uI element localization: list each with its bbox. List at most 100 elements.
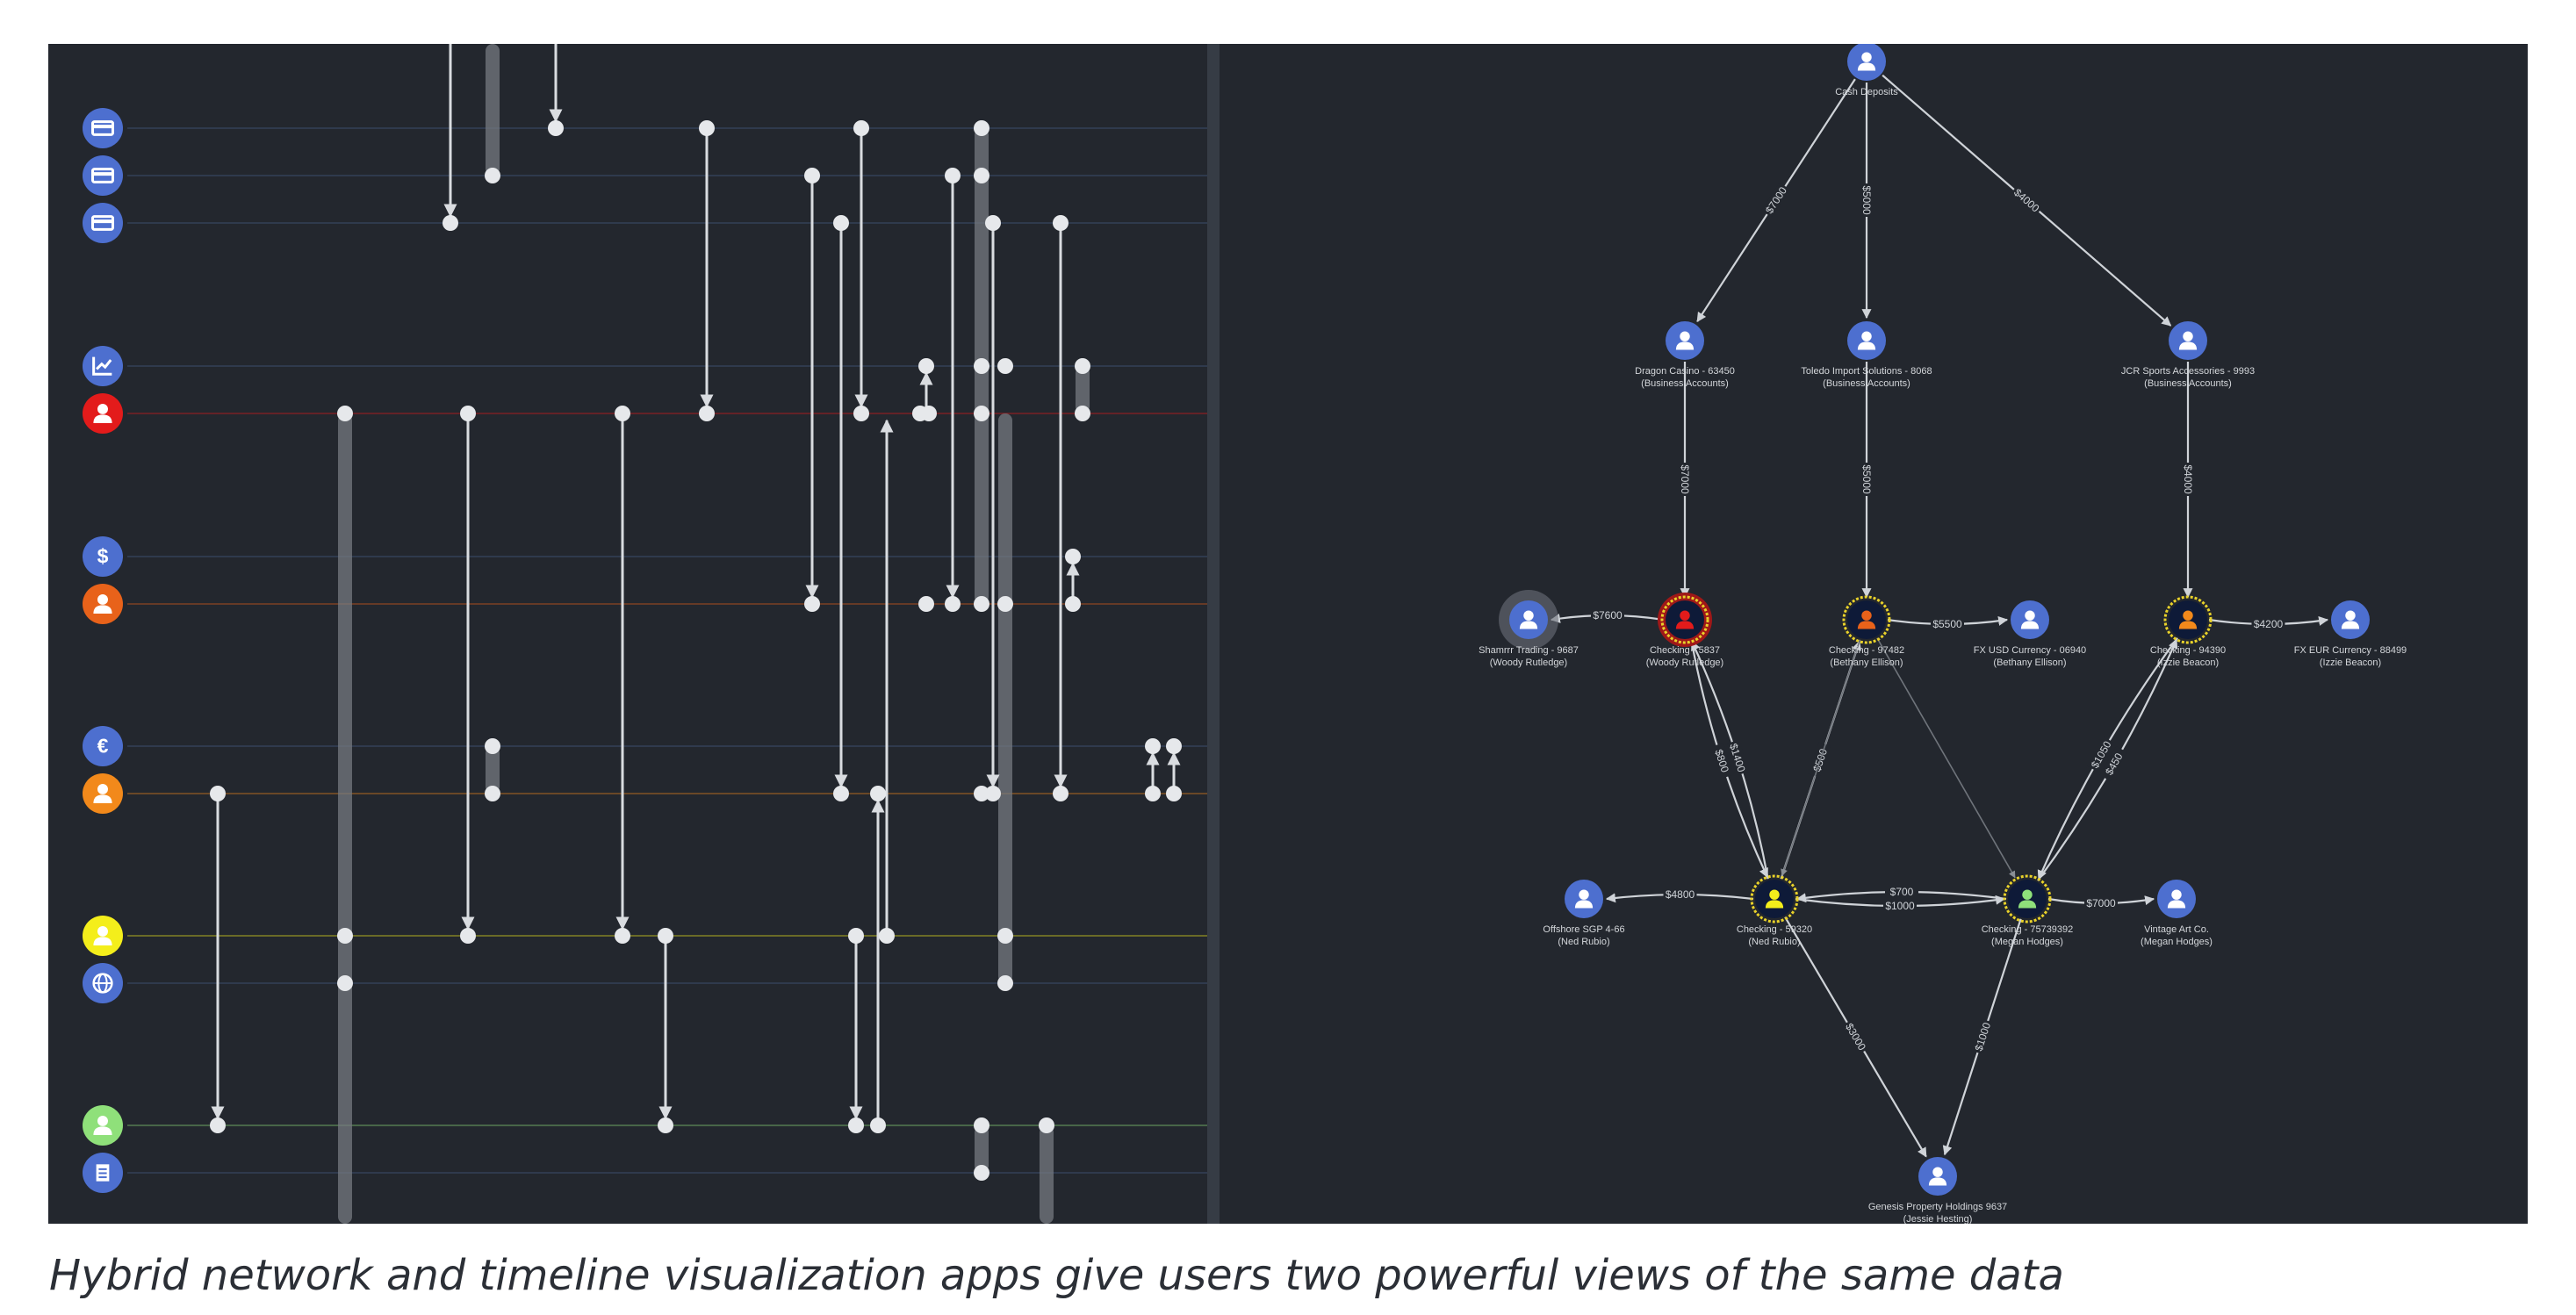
- lane-node[interactable]: [83, 108, 123, 148]
- event-dot[interactable]: [921, 406, 937, 421]
- event-dot[interactable]: [974, 596, 989, 612]
- network-link[interactable]: $4000: [2182, 362, 2195, 599]
- event-dot[interactable]: [870, 1117, 886, 1133]
- event-dot[interactable]: [974, 1165, 989, 1181]
- network-link[interactable]: $7000: [2047, 895, 2155, 909]
- account-node[interactable]: JCR Sports Accessories - 9993(Business A…: [2121, 321, 2255, 389]
- event-dot[interactable]: [974, 786, 989, 801]
- network-link[interactable]: $5500: [1887, 615, 2009, 630]
- lane-node[interactable]: €: [83, 726, 123, 766]
- account-node[interactable]: FX USD Currency - 06940(Bethany Ellison): [1974, 600, 2086, 668]
- network-link[interactable]: $7000: [1696, 78, 1856, 323]
- event-dot[interactable]: [443, 215, 458, 231]
- event-dot[interactable]: [658, 928, 673, 944]
- network-link[interactable]: $4800: [1605, 887, 1754, 903]
- network-link[interactable]: $1000: [1942, 918, 2022, 1156]
- event-dot[interactable]: [1065, 596, 1081, 612]
- event-dot[interactable]: [997, 596, 1013, 612]
- event-dot[interactable]: [485, 738, 500, 754]
- event-dot[interactable]: [974, 120, 989, 136]
- event-dot[interactable]: [1145, 786, 1161, 801]
- event-dot[interactable]: [210, 1117, 226, 1133]
- event-dot[interactable]: [1166, 738, 1182, 754]
- network-link[interactable]: $5000: [1860, 83, 1874, 320]
- network-link[interactable]: $7000: [1679, 361, 1692, 599]
- account-node[interactable]: Offshore SGP 4-66(Ned Rubio): [1543, 880, 1625, 947]
- event-dot[interactable]: [485, 168, 500, 183]
- event-dot[interactable]: [974, 406, 989, 421]
- event-dot[interactable]: [974, 1117, 989, 1133]
- lane-node[interactable]: [83, 1153, 123, 1193]
- event-dot[interactable]: [460, 406, 476, 421]
- network-link[interactable]: $7600: [1550, 608, 1665, 623]
- lane-node[interactable]: [83, 916, 123, 956]
- lane-node[interactable]: [83, 773, 123, 814]
- account-node[interactable]: Checking - 94390(Izzie Beacon): [2150, 595, 2226, 668]
- event-dot[interactable]: [997, 928, 1013, 944]
- network-link[interactable]: $4000: [1882, 74, 2172, 327]
- account-node[interactable]: Toledo Import Solutions - 8068(Business …: [1801, 321, 1932, 389]
- event-dot[interactable]: [1075, 406, 1090, 421]
- lane-node[interactable]: [83, 1105, 123, 1146]
- network-link[interactable]: $3000: [1784, 916, 1927, 1158]
- event-dot[interactable]: [804, 168, 820, 183]
- account-node[interactable]: Shamrrr Trading - 9687(Woody Rutledge): [1479, 590, 1579, 668]
- network-link[interactable]: $5000: [1860, 362, 1874, 599]
- account-node[interactable]: Cash Deposits: [1835, 44, 1898, 97]
- event-dot[interactable]: [337, 406, 353, 421]
- event-dot[interactable]: [1053, 786, 1069, 801]
- event-dot[interactable]: [337, 928, 353, 944]
- event-dot[interactable]: [997, 358, 1013, 374]
- event-dot[interactable]: [1166, 786, 1182, 801]
- event-dot[interactable]: [974, 358, 989, 374]
- lane-node[interactable]: [83, 346, 123, 386]
- account-node[interactable]: Checking - 59320(Ned Rubio): [1737, 874, 1812, 947]
- event-dot[interactable]: [485, 786, 500, 801]
- network-link[interactable]: $450: [2037, 638, 2178, 881]
- panel-divider[interactable]: [1207, 44, 1220, 1224]
- event-dot[interactable]: [974, 168, 989, 183]
- network-link[interactable]: $700: [1795, 885, 2007, 903]
- account-node[interactable]: Genesis Property Holdings 9637(Jessie He…: [1868, 1157, 2007, 1224]
- event-dot[interactable]: [1039, 1117, 1054, 1133]
- event-dot[interactable]: [615, 928, 630, 944]
- event-dot[interactable]: [870, 786, 886, 801]
- event-dot[interactable]: [548, 120, 564, 136]
- event-dot[interactable]: [945, 168, 961, 183]
- lane-node[interactable]: [83, 584, 123, 624]
- lane-node[interactable]: [83, 963, 123, 1003]
- event-dot[interactable]: [918, 596, 934, 612]
- account-node[interactable]: FX EUR Currency - 88499(Izzie Beacon): [2294, 600, 2407, 668]
- event-dot[interactable]: [658, 1117, 673, 1133]
- account-node[interactable]: Dragon Casino - 63450(Business Accounts): [1635, 321, 1735, 389]
- event-dot[interactable]: [945, 596, 961, 612]
- event-dot[interactable]: [848, 928, 864, 944]
- event-dot[interactable]: [985, 215, 1001, 231]
- lane-node[interactable]: $: [83, 536, 123, 577]
- event-dot[interactable]: [918, 358, 934, 374]
- event-dot[interactable]: [699, 120, 715, 136]
- event-dot[interactable]: [833, 215, 849, 231]
- event-dot[interactable]: [337, 975, 353, 991]
- event-dot[interactable]: [1075, 358, 1090, 374]
- event-dot[interactable]: [699, 406, 715, 421]
- event-dot[interactable]: [833, 786, 849, 801]
- account-node[interactable]: Checking - 75739392(Megan Hodges): [1982, 874, 2074, 947]
- network-link[interactable]: $4200: [2208, 616, 2329, 630]
- network-link[interactable]: $1400: [1690, 640, 1769, 880]
- network-link[interactable]: $800: [1690, 639, 1769, 879]
- event-dot[interactable]: [1053, 215, 1069, 231]
- account-node[interactable]: Checking - 97482(Bethany Ellison): [1829, 595, 1904, 668]
- event-dot[interactable]: [997, 975, 1013, 991]
- network-link[interactable]: $1000: [1795, 895, 2006, 912]
- event-dot[interactable]: [853, 120, 869, 136]
- lane-node[interactable]: [83, 155, 123, 196]
- lane-node[interactable]: [83, 203, 123, 243]
- account-node[interactable]: Vintage Art Co.(Megan Hodges): [2141, 880, 2213, 947]
- event-dot[interactable]: [804, 596, 820, 612]
- event-dot[interactable]: [210, 786, 226, 801]
- network-link[interactable]: $1050: [2037, 637, 2178, 880]
- event-dot[interactable]: [848, 1117, 864, 1133]
- event-dot[interactable]: [879, 928, 895, 944]
- event-dot[interactable]: [1145, 738, 1161, 754]
